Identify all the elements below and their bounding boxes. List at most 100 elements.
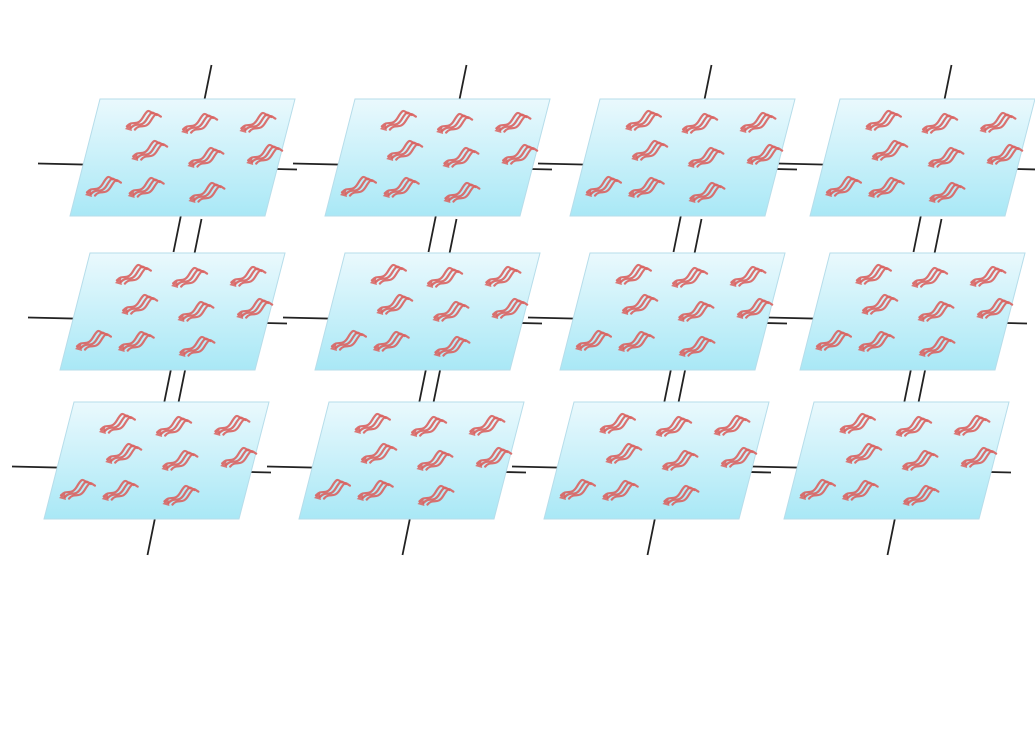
wavy-arrow-cluster-icon [117,330,155,352]
wavy-arrow-cluster-icon [161,449,199,471]
wavy-arrow-cluster-icon [598,412,636,434]
wavy-arrow-cluster-icon [605,442,643,464]
wavy-arrow-cluster-icon [101,479,139,501]
wavy-arrow-cluster-icon [986,143,1024,165]
wavy-arrow-cluster-icon [188,181,226,203]
wavy-arrow-cluster-icon [417,484,455,506]
wavy-arrow-cluster-icon [917,300,955,322]
wavy-arrow-cluster-icon [867,176,905,198]
wavy-arrow-cluster-icon [491,297,529,319]
wavy-arrow-cluster-icon [416,449,454,471]
panel-r3-c4 [783,401,1010,520]
wavy-arrow-cluster-icon [339,175,378,197]
wavy-arrow-cluster-icon [729,265,767,287]
wavy-arrow-cluster-icon [627,176,665,198]
wavy-arrow-cluster-icon [746,143,784,165]
wavy-arrow-cluster-icon [171,266,209,288]
wavy-arrow-cluster-icon [246,143,284,165]
wavy-arrow-cluster-icon [824,175,863,197]
wavy-arrow-cluster-icon [584,175,623,197]
wavy-arrow-cluster-icon [475,446,513,468]
wavy-arrow-cluster-icon [621,293,659,315]
wavy-arrow-cluster-icon [720,446,758,468]
wavy-arrow-cluster-icon [220,446,258,468]
wavy-arrow-cluster-icon [433,335,471,357]
wavy-arrow-cluster-icon [379,109,417,131]
wavy-arrow-cluster-icon [662,484,700,506]
wavy-arrow-cluster-icon [353,412,391,434]
wavy-arrow-cluster-icon [426,266,464,288]
wavy-arrow-cluster-icon [432,300,470,322]
panel-r3-c2 [298,401,525,520]
wavy-arrow-cluster-icon [360,442,398,464]
wavy-arrow-cluster-icon [845,442,883,464]
wavy-arrow-cluster-icon [854,263,892,285]
wavy-arrow-cluster-icon [841,479,879,501]
wavy-arrow-cluster-icon [177,300,215,322]
wavy-arrow-cluster-icon [601,479,639,501]
wavy-arrow-cluster-icon [131,139,169,161]
wavy-arrow-cluster-icon [614,263,652,285]
wavy-arrow-cluster-icon [84,175,123,197]
wavy-arrow-cluster-icon [918,335,956,357]
wavy-arrow-cluster-icon [921,112,959,134]
wavy-arrow-cluster-icon [976,297,1014,319]
wavy-arrow-cluster-icon [494,111,532,133]
wavy-arrow-cluster-icon [98,412,136,434]
wavy-arrow-cluster-icon [386,139,424,161]
wavy-arrow-cluster-icon [927,146,965,168]
wavy-arrow-cluster-icon [624,109,662,131]
wavy-arrow-cluster-icon [313,478,352,500]
wavy-arrow-cluster-icon [558,478,597,500]
wavy-arrow-cluster-icon [436,112,474,134]
wavy-arrow-cluster-icon [410,415,448,437]
wavy-arrow-cluster-icon [928,181,966,203]
wavy-arrow-cluster-icon [688,181,726,203]
wavy-arrow-cluster-icon [739,111,777,133]
panels-layer [43,98,1035,520]
wavy-arrow-cluster-icon [953,414,991,436]
wavy-arrow-cluster-icon [239,111,277,133]
panel-r2-c2 [314,252,541,371]
wavy-arrow-cluster-icon [901,449,939,471]
panel-r2-c3 [559,252,786,371]
wavy-arrow-cluster-icon [127,176,165,198]
panel-r3-c1 [43,401,270,520]
wavy-arrow-cluster-icon [443,181,481,203]
wavy-arrow-cluster-icon [655,415,693,437]
wavy-arrow-cluster-icon [74,329,113,351]
wavy-arrow-cluster-icon [376,293,414,315]
wavy-arrow-cluster-icon [369,263,407,285]
wavy-arrow-cluster-icon [382,176,420,198]
wavy-arrow-cluster-icon [229,265,267,287]
wavy-arrow-cluster-icon [187,146,225,168]
wavy-arrow-cluster-icon [162,484,200,506]
wavy-arrow-cluster-icon [213,414,251,436]
wavy-arrow-cluster-icon [736,297,774,319]
wavy-arrow-cluster-icon [617,330,655,352]
panel-r2-c4 [799,252,1026,371]
wavy-arrow-cluster-icon [671,266,709,288]
wavy-arrow-cluster-icon [895,415,933,437]
wavy-arrow-cluster-icon [468,414,506,436]
wavy-arrow-cluster-icon [681,112,719,134]
wavy-arrow-cluster-icon [911,266,949,288]
wavy-arrow-cluster-icon [814,329,853,351]
wavy-arrow-cluster-icon [969,265,1007,287]
wavy-arrow-cluster-icon [58,478,97,500]
wavy-arrow-cluster-icon [236,297,274,319]
wavy-arrow-cluster-icon [687,146,725,168]
wavy-arrow-cluster-icon [798,478,837,500]
wavy-arrow-cluster-icon [372,330,410,352]
wavy-arrow-cluster-icon [857,330,895,352]
wavy-arrow-cluster-icon [631,139,669,161]
wavy-arrow-cluster-icon [121,293,159,315]
wavy-arrow-cluster-icon [861,293,899,315]
wavy-arrow-cluster-icon [838,412,876,434]
wavy-arrow-cluster-icon [442,146,480,168]
wavy-arrow-cluster-icon [713,414,751,436]
wavy-arrow-cluster-icon [960,446,998,468]
wavy-arrow-cluster-icon [574,329,613,351]
wavy-arrow-cluster-icon [105,442,143,464]
